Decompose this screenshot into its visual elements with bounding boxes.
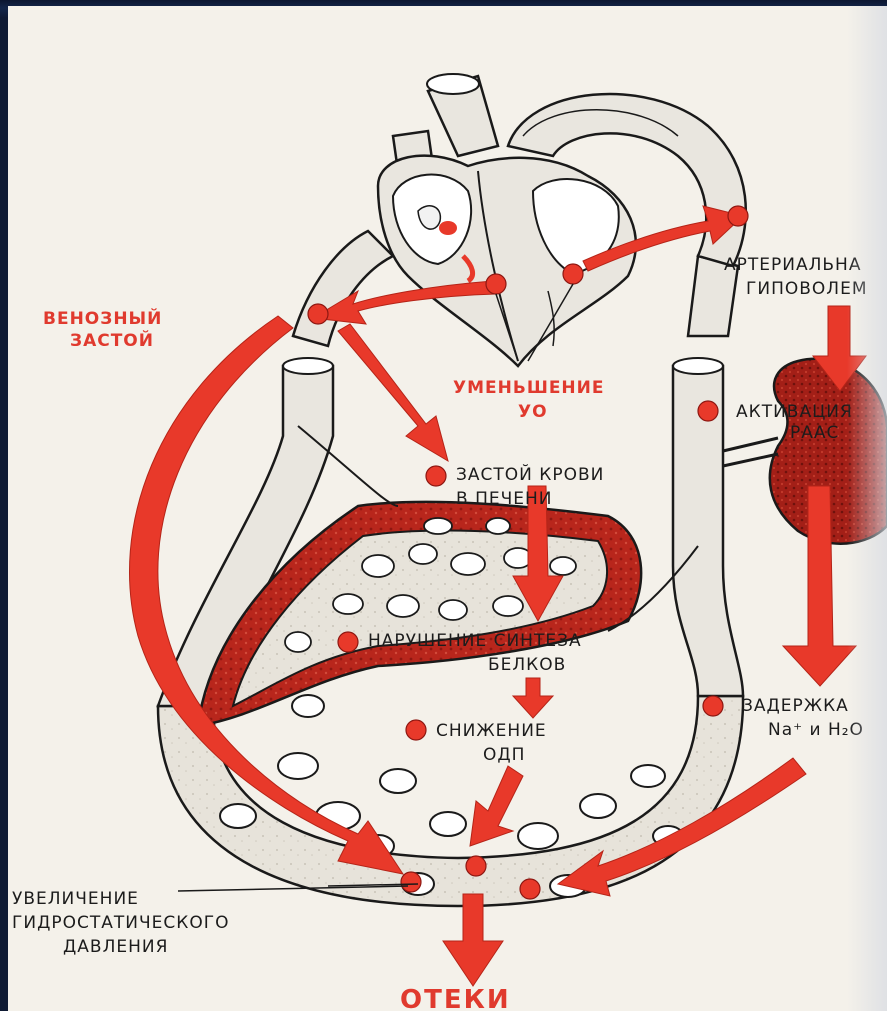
- dot-vein: [308, 304, 328, 324]
- svg-text:ГИДРОСТАТИЧЕСКОГО: ГИДРОСТАТИЧЕСКОГО: [12, 913, 229, 933]
- svg-text:РААС: РААС: [790, 423, 839, 443]
- dot-aorta: [698, 401, 718, 421]
- label-raas-activation: АКТИВАЦИЯ РААС: [736, 402, 853, 443]
- arrow-protein-to-odp: [513, 678, 553, 718]
- svg-text:ЗАСТОЙ: ЗАСТОЙ: [70, 329, 154, 351]
- dot-heart-left: [486, 274, 506, 294]
- label-arterial-hypovolemia: АРТЕРИАЛЬНА ГИПОВОЛЕМ: [724, 255, 867, 299]
- label-hydrostatic-pressure: УВЕЛИЧЕНИЕ ГИДРОСТАТИЧЕСКОГО ДАВЛЕНИЯ: [12, 889, 229, 957]
- kidney-icon: [723, 359, 887, 544]
- descending-aorta: [673, 256, 743, 696]
- svg-text:НАРУШЕНИЕ СИНТЕЗА: НАРУШЕНИЕ СИНТЕЗА: [368, 631, 582, 651]
- arrow-vein-to-liver: [338, 324, 448, 461]
- dot-liver: [426, 466, 446, 486]
- svg-text:УВЕЛИЧЕНИЕ: УВЕЛИЧЕНИЕ: [12, 889, 139, 909]
- dot-capillary-2: [520, 879, 540, 899]
- label-odp-decrease: СНИЖЕНИЕ ОДП: [436, 721, 547, 765]
- label-stroke-volume: УМЕНЬШЕНИЕ УО: [453, 378, 605, 422]
- arrow-odp-to-capillary: [470, 766, 523, 846]
- svg-text:ОДП: ОДП: [483, 745, 525, 765]
- svg-text:УО: УО: [518, 402, 548, 422]
- svg-text:СНИЖЕНИЕ: СНИЖЕНИЕ: [436, 721, 547, 741]
- dot-capillary-1: [466, 856, 486, 876]
- edema-pathogenesis-diagram: ВЕНОЗНЫЙ ЗАСТОЙ УМЕНЬШЕНИЕ УО АРТЕРИАЛЬН…: [8, 6, 887, 1011]
- svg-text:АРТЕРИАЛЬНА: АРТЕРИАЛЬНА: [724, 255, 861, 275]
- svg-text:УМЕНЬШЕНИЕ: УМЕНЬШЕНИЕ: [453, 378, 605, 398]
- svg-text:ЗАДЕРЖКА: ЗАДЕРЖКА: [742, 696, 849, 716]
- label-edema: ОТЕКИ: [400, 985, 511, 1011]
- dot-odp: [406, 720, 426, 740]
- svg-text:ВЕНОЗНЫЙ: ВЕНОЗНЫЙ: [43, 307, 162, 329]
- dot-protein: [338, 632, 358, 652]
- svg-text:ДАВЛЕНИЯ: ДАВЛЕНИЯ: [63, 937, 168, 957]
- svg-text:Na⁺ и H₂O: Na⁺ и H₂O: [768, 720, 864, 740]
- label-venous-stasis: ВЕНОЗНЫЙ ЗАСТОЙ: [43, 307, 162, 351]
- svg-text:ЗАСТОЙ КРОВИ: ЗАСТОЙ КРОВИ: [456, 463, 604, 485]
- label-retention: ЗАДЕРЖКА Na⁺ и H₂O: [742, 696, 864, 740]
- svg-text:АКТИВАЦИЯ: АКТИВАЦИЯ: [736, 402, 853, 422]
- svg-text:БЕЛКОВ: БЕЛКОВ: [488, 655, 566, 675]
- dot-capillary-3: [401, 872, 421, 892]
- diagram-page: ВЕНОЗНЫЙ ЗАСТОЙ УМЕНЬШЕНИЕ УО АРТЕРИАЛЬН…: [8, 6, 887, 1011]
- arrow-to-edema: [443, 894, 503, 986]
- dot-retention: [703, 696, 723, 716]
- svg-text:ГИПОВОЛЕМ: ГИПОВОЛЕМ: [746, 279, 867, 299]
- dot-artery: [728, 206, 748, 226]
- svg-text:В ПЕЧЕНИ: В ПЕЧЕНИ: [456, 489, 553, 509]
- dot-heart-right: [563, 264, 583, 284]
